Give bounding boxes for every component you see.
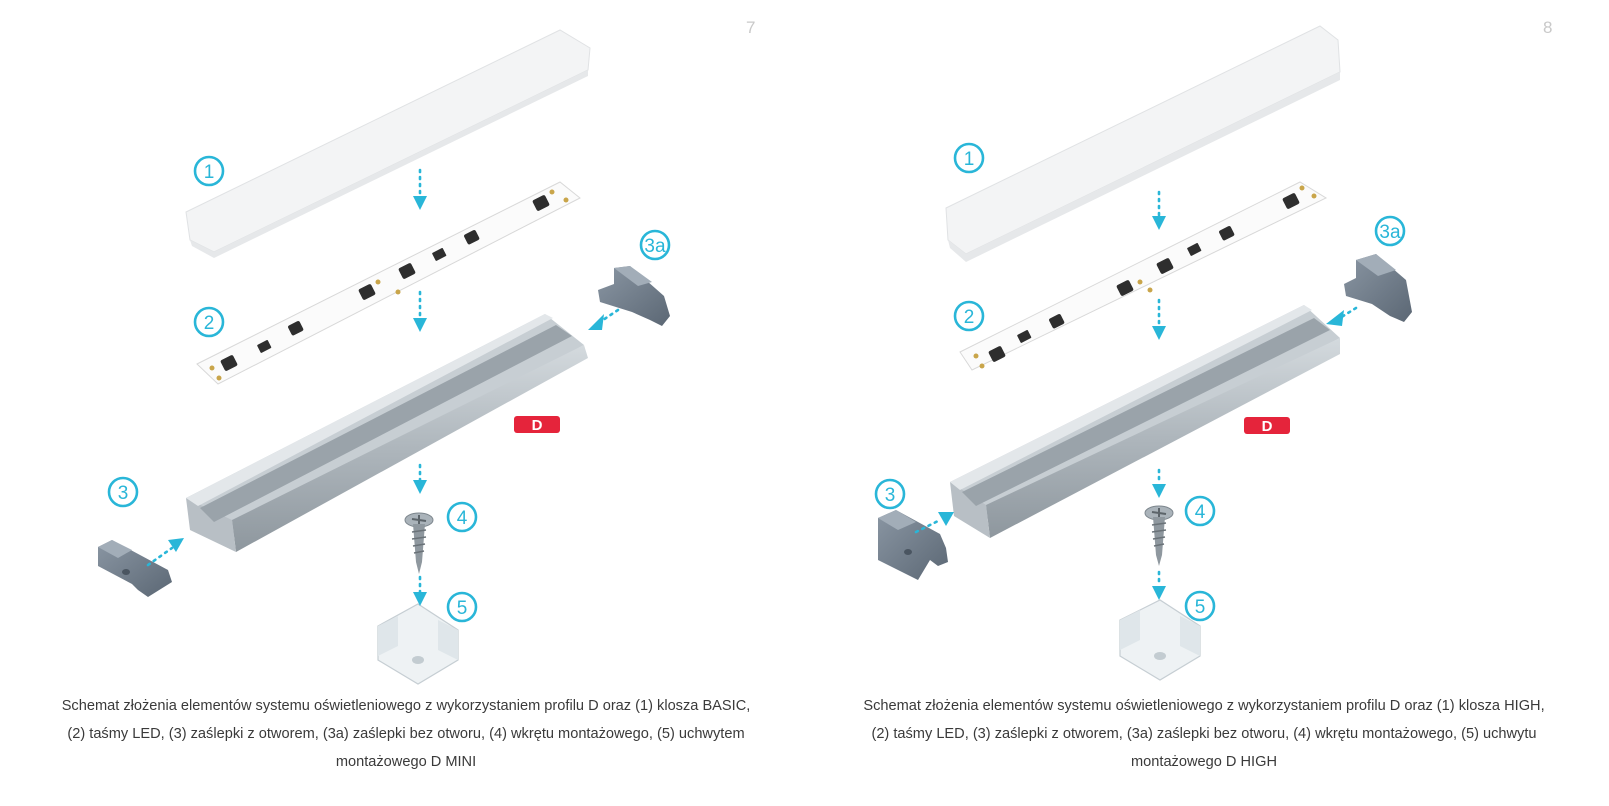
- diffuser-cover: [185, 29, 591, 258]
- svg-text:3a: 3a: [1379, 222, 1401, 243]
- diagram-panel-left: D: [0, 0, 800, 806]
- assembly-arrows: [146, 168, 620, 606]
- svg-text:3a: 3a: [644, 236, 666, 257]
- callout-1: 1: [953, 142, 985, 174]
- svg-text:4: 4: [1195, 502, 1206, 523]
- caption-line: (2) taśmy LED, (3) zaślepki z otworem, (…: [871, 726, 1537, 742]
- aluminium-profile: [950, 305, 1340, 538]
- diagram-caption: Schemat złożenia elementów systemu oświe…: [40, 692, 772, 776]
- caption-line: montażowego D HIGH: [1131, 754, 1277, 770]
- page-number: 7: [746, 18, 756, 37]
- mounting-screw: [404, 512, 434, 574]
- callout-2: 2: [193, 306, 225, 338]
- diagram-caption: Schemat złożenia elementów systemu oświe…: [804, 692, 1604, 776]
- mounting-clip: [1119, 599, 1201, 681]
- svg-text:4: 4: [457, 508, 468, 529]
- profile-badge: D: [514, 416, 560, 434]
- callout-5: 5: [446, 591, 478, 623]
- svg-text:1: 1: [204, 162, 215, 183]
- end-cap-without-hole: [598, 266, 670, 326]
- aluminium-profile: [186, 314, 588, 552]
- svg-text:2: 2: [964, 307, 975, 328]
- led-strip: [959, 181, 1328, 371]
- end-cap-without-hole: [1344, 254, 1412, 322]
- callout-2: 2: [953, 300, 985, 332]
- svg-text:1: 1: [964, 149, 975, 170]
- assembly-diagram: D: [874, 25, 1412, 681]
- svg-text:3: 3: [118, 483, 129, 504]
- profile-badge: D: [1244, 417, 1290, 435]
- assembly-arrows: [914, 190, 1358, 600]
- diagram-panel-right: D: [800, 0, 1609, 806]
- callout-3: 3: [107, 476, 139, 508]
- caption-line: montażowego D MINI: [335, 754, 477, 770]
- svg-text:D: D: [1262, 418, 1273, 435]
- callout-3a: 3a: [639, 229, 671, 261]
- led-strip: [196, 181, 581, 385]
- page-number: 8: [1543, 18, 1553, 37]
- end-cap-with-hole: [98, 540, 172, 597]
- callout-1: 1: [193, 155, 225, 187]
- callout-4: 4: [446, 501, 478, 533]
- caption-line: Schemat złożenia elementów systemu oświe…: [863, 698, 1545, 714]
- svg-text:5: 5: [1195, 597, 1206, 618]
- callout-3: 3: [874, 478, 906, 510]
- svg-text:3: 3: [885, 485, 896, 506]
- svg-text:5: 5: [457, 598, 468, 619]
- assembly-diagram: D: [98, 29, 671, 685]
- end-cap-with-hole: [878, 510, 948, 580]
- mounting-clip: [377, 603, 459, 685]
- diffuser-cover: [945, 25, 1341, 262]
- caption-line: Schemat złożenia elementów systemu oświe…: [61, 698, 751, 714]
- callout-5: 5: [1184, 590, 1216, 622]
- mounting-screw: [1144, 505, 1174, 566]
- svg-text:2: 2: [204, 313, 215, 334]
- svg-text:D: D: [532, 417, 543, 434]
- caption-line: (2) taśmy LED, (3) zaślepki z otworem, (…: [67, 726, 745, 742]
- callout-4: 4: [1184, 495, 1216, 527]
- callout-3a: 3a: [1374, 215, 1406, 247]
